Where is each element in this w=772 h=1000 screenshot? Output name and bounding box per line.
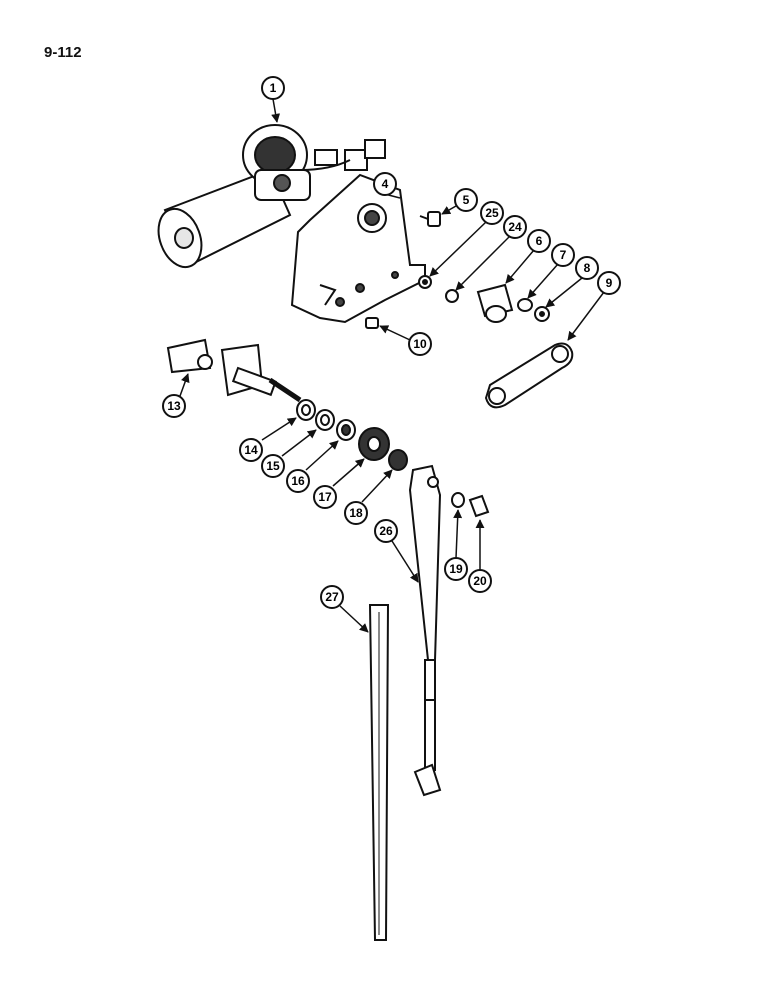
callout-19: 19 [444,509,468,581]
callout-15: 15 [261,429,317,478]
callout-7: 7 [527,243,575,299]
callout-10-label: 10 [413,337,427,351]
callout-16-label: 16 [291,474,305,488]
bolt [419,211,441,227]
callout-27: 27 [320,585,369,633]
callout-24-label: 24 [508,220,522,234]
callout-7-label: 7 [560,248,567,262]
callout-26-label: 26 [379,524,393,538]
washer-14 [296,399,316,421]
lock-washer-19 [451,492,465,508]
crank-plate [476,283,514,323]
callout-16: 16 [286,440,339,493]
callout-8: 8 [545,256,599,308]
callout-4: 4 [373,172,401,199]
callout-17: 17 [313,458,365,509]
threaded-adapter [388,449,408,471]
callout-26: 26 [374,519,419,583]
small-screw [365,317,379,329]
callout-8-label: 8 [584,261,591,275]
callout-6-label: 6 [536,234,543,248]
callout-25-label: 25 [485,206,499,220]
callout-25: 25 [429,201,504,277]
page-number: 9-112 [44,44,82,61]
callout-10: 10 [379,325,432,356]
cap-nut [468,494,490,518]
callout-17-label: 17 [318,490,332,504]
callout-13: 13 [162,373,190,418]
callout-14-label: 14 [244,443,258,457]
callout-1: 1 [261,76,285,123]
wiper-arm [408,464,442,797]
callout-19-label: 19 [449,562,463,576]
callout-20-label: 20 [473,574,487,588]
callout-24: 24 [455,215,527,291]
washer [517,298,533,312]
callout-9-label: 9 [606,276,613,290]
washer-15 [315,409,335,431]
callout-27-label: 27 [325,590,339,604]
mounting-bracket [290,173,426,324]
wiper-blade [368,604,390,941]
callout-14: 14 [239,417,297,462]
callout-13-label: 13 [167,399,181,413]
wiper-motor [157,124,386,269]
callout-18: 18 [344,469,393,525]
pivot-shaft-assembly [166,338,302,403]
lock-washer [418,275,432,289]
screw [445,289,459,303]
callout-4-label: 4 [382,177,389,191]
callout-1-label: 1 [270,81,277,95]
callout-20: 20 [468,519,492,593]
callout-18-label: 18 [349,506,363,520]
callout-5: 5 [441,188,478,215]
nut [534,306,550,322]
callout-15-label: 15 [266,459,280,473]
callout-6: 6 [505,229,551,284]
bushing [358,427,390,461]
nut-16 [336,419,356,441]
callout-9: 9 [567,271,621,341]
link-arm [484,342,574,409]
callout-5-label: 5 [463,193,470,207]
